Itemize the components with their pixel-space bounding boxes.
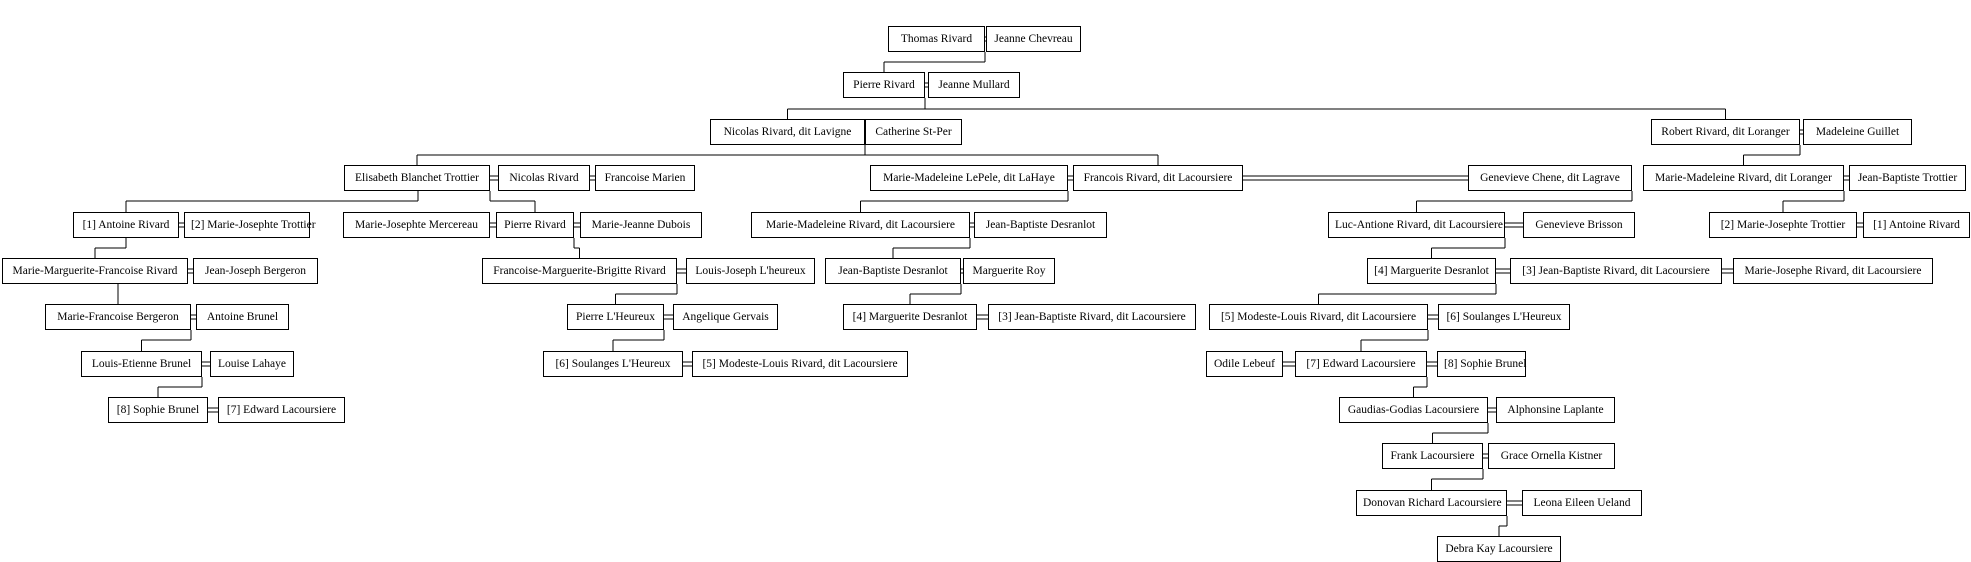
person-box-jean-baptiste-rivard-m: [3] Jean-Baptiste Rivard, dit Lacoursier… [988,304,1196,330]
person-box-jeanne-chevreau: Jeanne Chevreau [986,26,1081,52]
person-box-marguerite-desranlot-r: [4] Marguerite Desranlot [1367,258,1496,284]
person-box-jeanne-mullard: Jeanne Mullard [928,72,1020,98]
person-box-marie-josephte-trottier-r: [2] Marie-Josephte Trottier [1709,212,1857,238]
person-box-louise-lahaye: Louise Lahaye [210,351,294,377]
person-box-jean-baptiste-desranlot-1: Jean-Baptiste Desranlot [974,212,1107,238]
person-box-angelique-gervais: Angelique Gervais [673,304,778,330]
person-box-marie-madeleine-rivard-lacoursiere: Marie-Madeleine Rivard, dit Lacoursiere [751,212,970,238]
person-box-pierre-rivard-2: Pierre Rivard [496,212,574,238]
person-box-genevieve-brisson: Genevieve Brisson [1523,212,1635,238]
person-box-edward-lacoursiere-r: [7] Edward Lacoursiere [1295,351,1427,377]
person-box-francoise-marguerite-brigitte-rivard: Francoise-Marguerite-Brigitte Rivard [482,258,677,284]
person-box-marie-madeleine-lepele: Marie-Madeleine LePele, dit LaHaye [870,165,1068,191]
person-box-alphonsine-laplante: Alphonsine Laplante [1496,397,1615,423]
person-box-jean-baptiste-rivard-r: [3] Jean-Baptiste Rivard, dit Lacoursier… [1510,258,1722,284]
person-box-leona-eileen-ueland: Leona Eileen Ueland [1522,490,1642,516]
person-box-marie-marguerite-francoise-rivard: Marie-Marguerite-Francoise Rivard [2,258,188,284]
person-box-marguerite-desranlot-m: [4] Marguerite Desranlot [843,304,977,330]
person-box-marie-josephe-rivard: Marie-Josephe Rivard, dit Lacoursiere [1733,258,1933,284]
person-box-thomas-rivard: Thomas Rivard [888,26,985,52]
person-box-elisabeth-blanchet-trottier: Elisabeth Blanchet Trottier [344,165,490,191]
person-box-louis-joseph-lheureux: Louis-Joseph L'heureux [686,258,815,284]
person-box-jean-baptiste-desranlot-2: Jean-Baptiste Desranlot [825,258,961,284]
person-box-odile-lebeuf: Odile Lebeuf [1206,351,1283,377]
person-box-marie-francoise-bergeron: Marie-Francoise Bergeron [45,304,191,330]
person-box-luc-antione-rivard: Luc-Antione Rivard, dit Lacoursiere [1328,212,1505,238]
person-box-pierre-lheureux: Pierre L'Heureux [567,304,664,330]
person-box-marguerite-roy: Marguerite Roy [963,258,1055,284]
person-box-edward-lacoursiere-l: [7] Edward Lacoursiere [218,397,345,423]
person-box-pierre-rivard-1: Pierre Rivard [843,72,925,98]
person-box-francoise-marien: Francoise Marien [595,165,695,191]
person-box-soulanges-lheureux-m: [6] Soulanges L'Heureux [543,351,683,377]
person-box-nicolas-rivard: Nicolas Rivard [498,165,590,191]
person-box-marie-jeanne-dubois: Marie-Jeanne Dubois [580,212,702,238]
person-box-frank-lacoursiere: Frank Lacoursiere [1382,443,1483,469]
person-box-francois-rivard-lacoursiere: Francois Rivard, dit Lacoursiere [1073,165,1243,191]
person-box-marie-josephte-trottier-l: [2] Marie-Josephte Trottier [184,212,316,238]
person-box-antoine-brunel: Antoine Brunel [196,304,289,330]
person-box-antoine-rivard-l: [1] Antoine Rivard [73,212,179,238]
person-box-nicolas-rivard-lavigne: Nicolas Rivard, dit Lavigne [710,119,865,145]
person-box-modeste-louis-rivard-r: [5] Modeste-Louis Rivard, dit Lacoursier… [1209,304,1428,330]
person-box-jean-joseph-bergeron: Jean-Joseph Bergeron [193,258,318,284]
person-box-antoine-rivard-r: [1] Antoine Rivard [1863,212,1970,238]
person-box-soulanges-lheureux-r: [6] Soulanges L'Heureux [1438,304,1570,330]
person-box-madeleine-guillet: Madeleine Guillet [1803,119,1912,145]
person-box-donovan-richard-lacoursiere: Donovan Richard Lacoursiere [1356,490,1507,516]
person-box-marie-madeleine-rivard-loranger: Marie-Madeleine Rivard, dit Loranger [1643,165,1844,191]
person-box-marie-josephte-mercereau: Marie-Josephte Mercereau [343,212,490,238]
person-box-grace-ornella-kistner: Grace Ornella Kistner [1488,443,1615,469]
person-box-catherine-st-per: Catherine St-Per [865,119,962,145]
person-box-debra-kay-lacoursiere: Debra Kay Lacoursiere [1437,536,1561,562]
person-box-robert-rivard-loranger: Robert Rivard, dit Loranger [1651,119,1800,145]
person-box-modeste-louis-rivard-m: [5] Modeste-Louis Rivard, dit Lacoursier… [692,351,908,377]
person-box-sophie-brunel-l: [8] Sophie Brunel [108,397,208,423]
person-box-sophie-brunel-r: [8] Sophie Brunel [1437,351,1526,377]
person-box-gaudias-godias-lacoursiere: Gaudias-Godias Lacoursiere [1339,397,1488,423]
person-box-louis-etienne-brunel: Louis-Etienne Brunel [81,351,202,377]
person-box-jean-baptiste-trottier: Jean-Baptiste Trottier [1849,165,1966,191]
person-box-genevieve-chene-lagrave: Genevieve Chene, dit Lagrave [1468,165,1632,191]
